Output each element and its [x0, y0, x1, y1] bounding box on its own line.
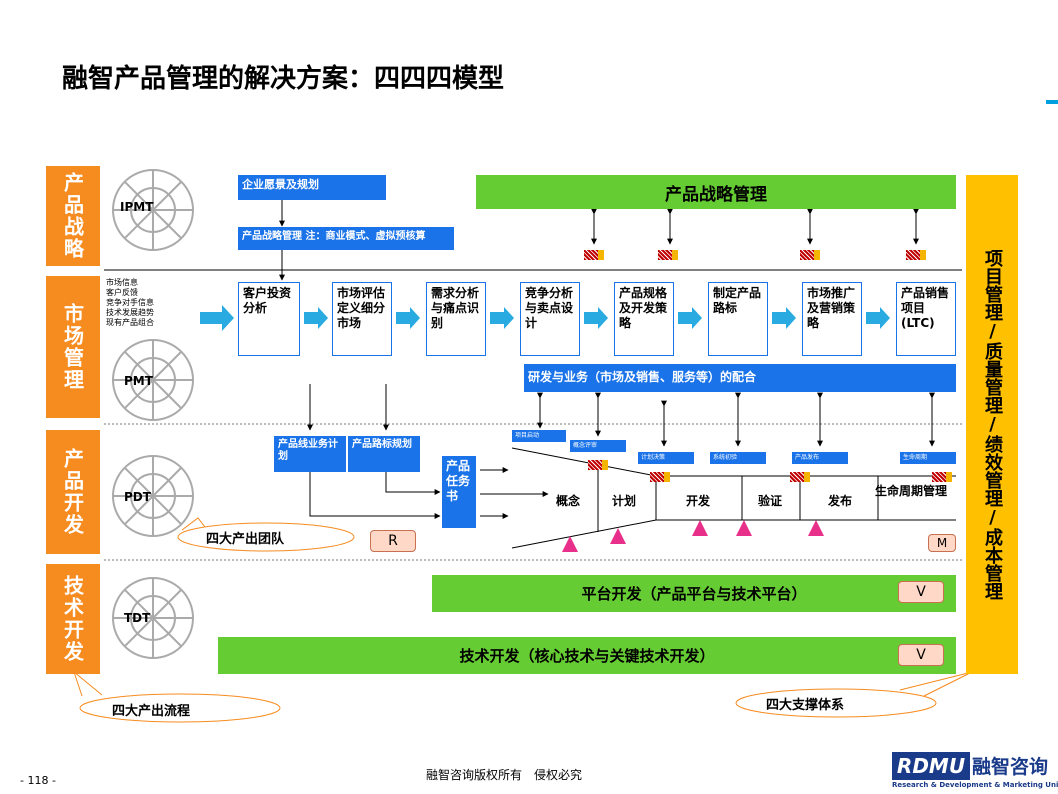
review-label: 产品发布 — [792, 452, 848, 464]
roadmap-box: 产品路标规划 — [348, 436, 420, 472]
m-marker: M — [928, 534, 956, 552]
dev-funnel — [511, 447, 956, 549]
gate-marker — [584, 250, 604, 260]
market-input: 技术发展趋势 — [106, 308, 154, 317]
page-title: 融智产品管理的解决方案：四四四模型 — [62, 64, 505, 94]
market-step: 市场评估定义细分市场 — [332, 282, 392, 356]
platform-dev-bar: 平台开发（产品平台与技术平台） — [432, 575, 956, 612]
rnd-coordination-bar: 研发与业务（市场及销售、服务等）的配合 — [524, 364, 956, 392]
review-label: 项目启动 — [512, 430, 566, 442]
market-flow-arrows — [200, 305, 890, 331]
phase-plan: 计划 — [612, 494, 637, 508]
copyright: 融智咨询版权所有 侵权必究 — [426, 768, 583, 782]
gate-marker — [658, 250, 678, 260]
gate-marker — [650, 472, 670, 482]
line-plan-box: 产品线业务计划 — [274, 436, 346, 472]
r-marker: R — [370, 530, 416, 552]
gate-marker — [800, 250, 820, 260]
task-book-box: 产品任务书 — [442, 456, 476, 528]
product-strategy-bar: 产品战略管理 — [476, 175, 956, 209]
page-number: - 118 - — [20, 774, 56, 787]
review-label: 概念评审 — [570, 440, 626, 452]
market-step: 产品销售项目(LTC) — [896, 282, 956, 356]
market-input: 客户反馈 — [106, 288, 138, 297]
market-input: 现有产品组合 — [106, 318, 154, 327]
market-step: 市场推广及营销策略 — [802, 282, 862, 356]
market-step: 客户投资分析 — [238, 282, 300, 356]
milestone-triangles — [562, 520, 824, 552]
market-step: 需求分析与痛点识别 — [426, 282, 486, 356]
market-inputs: 市场信息 客户反馈 竞争对手信息 技术发展趋势 现有产品组合 — [106, 278, 154, 328]
strategy-gate-arrows — [591, 208, 919, 245]
team-pmt: PMT — [124, 374, 153, 388]
rdmu-logo: RDMU — [892, 752, 970, 780]
v-marker: V — [898, 581, 944, 603]
phase-verify: 验证 — [758, 494, 783, 508]
review-label: 计划决策 — [638, 452, 694, 464]
row-label-market: 市场管理 — [46, 276, 100, 418]
core-tech-label: 技术开发（核心技术与关键技术开发） — [459, 647, 715, 665]
team-ipmt: IPMT — [120, 200, 154, 214]
gate-marker — [790, 472, 810, 482]
platform-dev-label: 平台开发（产品平台与技术平台） — [581, 585, 807, 603]
phase-develop: 开发 — [686, 494, 711, 508]
coordination-arrows — [537, 392, 935, 447]
row-label-development: 产品开发 — [46, 430, 100, 554]
market-step: 制定产品路标 — [708, 282, 768, 356]
market-step: 竞争分析与卖点设计 — [520, 282, 580, 356]
core-tech-bar: 技术开发（核心技术与关键技术开发） — [218, 637, 956, 674]
gate-marker — [906, 250, 926, 260]
gate-marker — [932, 472, 952, 482]
team-pdt: PDT — [124, 490, 151, 504]
callout-systems: 四大支撑体系 — [766, 698, 845, 713]
logo-cn: 融智咨询 — [972, 756, 1049, 778]
review-label: 生命周期 — [900, 452, 956, 464]
row-label-strategy: 产品战略 — [46, 166, 100, 266]
gate-marker — [588, 460, 608, 470]
callout-flows: 四大产出流程 — [112, 704, 191, 719]
team-tdt: TDT — [124, 611, 151, 625]
phase-concept: 概念 — [556, 494, 581, 508]
callout-shapes — [72, 517, 973, 723]
vision-box: 企业愿景及规划 — [238, 175, 386, 200]
review-label: 系统初验 — [710, 452, 766, 464]
market-step: 产品规格及开发策略 — [614, 282, 674, 356]
row-label-technology: 技术开发 — [46, 564, 100, 674]
v-marker: V — [898, 644, 944, 666]
support-systems-bar: 项目管理/质量管理/绩效管理/成本管理 — [966, 175, 1018, 674]
accent-bar — [1046, 100, 1058, 104]
phase-release: 发布 — [828, 494, 853, 508]
callout-teams: 四大产出团队 — [206, 532, 285, 547]
logo-en: Research & Development & Marketing Union — [892, 781, 1058, 789]
market-input: 竞争对手信息 — [106, 298, 154, 307]
strategy-mgmt-box: 产品战略管理 注：商业模式、虚拟预核算 — [238, 227, 454, 250]
market-input: 市场信息 — [106, 278, 138, 287]
phase-lifecycle: 生命周期管理 — [875, 484, 948, 498]
